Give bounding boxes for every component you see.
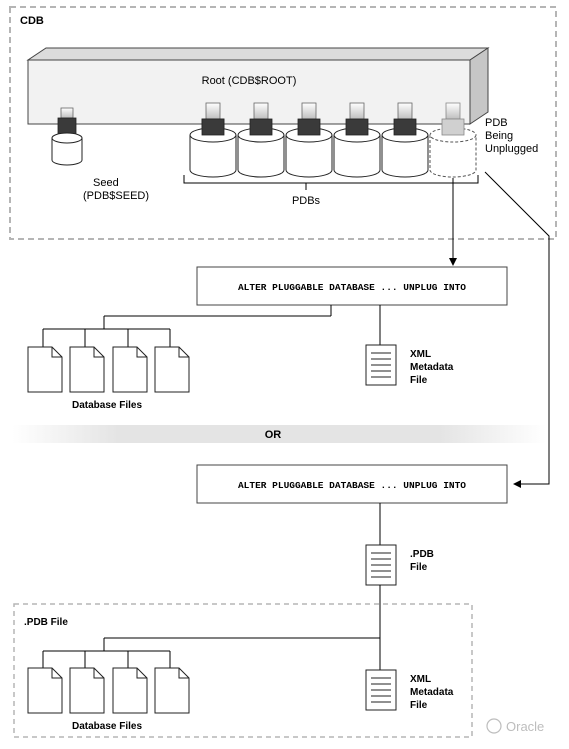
unplugged-label-line3: Unplugged <box>485 143 538 155</box>
watermark-text: Oracle <box>506 719 544 734</box>
xml-metadata-doc-2 <box>365 669 397 711</box>
database-files-label-2: Database Files <box>72 721 142 732</box>
xml-label-1-line2: Metadata <box>410 362 454 373</box>
unplugged-label-line1: PDB <box>485 117 508 129</box>
command-box-2 <box>196 464 508 504</box>
xml-label-2-line3: File <box>410 700 428 711</box>
files-tree-2 <box>42 585 381 670</box>
unplugged-label-line2: Being <box>485 130 513 142</box>
xml-label-2-line1: XML <box>410 674 431 685</box>
xml-label-2-line2: Metadata <box>410 687 454 698</box>
database-files-label-1: Database Files <box>72 400 142 411</box>
command-1-text: ALTER PLUGGABLE DATABASE ... UNPLUG INTO <box>238 282 466 293</box>
database-file-2c <box>112 667 148 714</box>
seed-label-line2: (PDB$SEED) <box>83 190 149 202</box>
pdb-file-doc <box>365 544 397 586</box>
pdb-5 <box>381 102 429 178</box>
database-file-1a <box>27 346 63 393</box>
pdb-file-container <box>13 603 473 738</box>
xml-label-1-line3: File <box>410 375 428 386</box>
command-box-1 <box>196 266 508 306</box>
watermark: Oracle <box>486 718 544 734</box>
or-separator <box>12 425 546 443</box>
pdb-1 <box>189 102 237 178</box>
database-file-1b <box>69 346 105 393</box>
seed-label-line1: Seed <box>93 177 119 189</box>
cdb-label: CDB <box>20 15 44 27</box>
pdb-3 <box>285 102 333 178</box>
cdb-container <box>9 6 557 240</box>
pdbs-bracket <box>183 175 479 184</box>
xml-metadata-doc-1 <box>365 344 397 386</box>
files-tree-1 <box>42 305 381 347</box>
xml-label-1-line1: XML <box>410 349 431 360</box>
pdb-file-container-label: .PDB File <box>24 617 68 628</box>
arrow-to-command-2 <box>484 171 550 488</box>
pdb-2 <box>237 102 285 178</box>
chat-bubble-icon <box>486 718 502 734</box>
database-file-1d <box>154 346 190 393</box>
pdb-file-label-line1: .PDB <box>410 549 434 560</box>
database-file-1c <box>112 346 148 393</box>
or-label: OR <box>265 429 282 441</box>
seed-database <box>51 107 83 166</box>
database-file-2a <box>27 667 63 714</box>
pdb-file-label-line2: File <box>410 562 428 573</box>
root-container: Root (CDB$ROOT) <box>26 47 490 125</box>
pdb-4 <box>333 102 381 178</box>
command-2-text: ALTER PLUGGABLE DATABASE ... UNPLUG INTO <box>238 480 466 491</box>
pdb-being-unplugged <box>429 102 477 178</box>
database-file-2d <box>154 667 190 714</box>
database-file-2b <box>69 667 105 714</box>
root-label: Root (CDB$ROOT) <box>202 75 297 87</box>
pdbs-label: PDBs <box>292 195 321 207</box>
